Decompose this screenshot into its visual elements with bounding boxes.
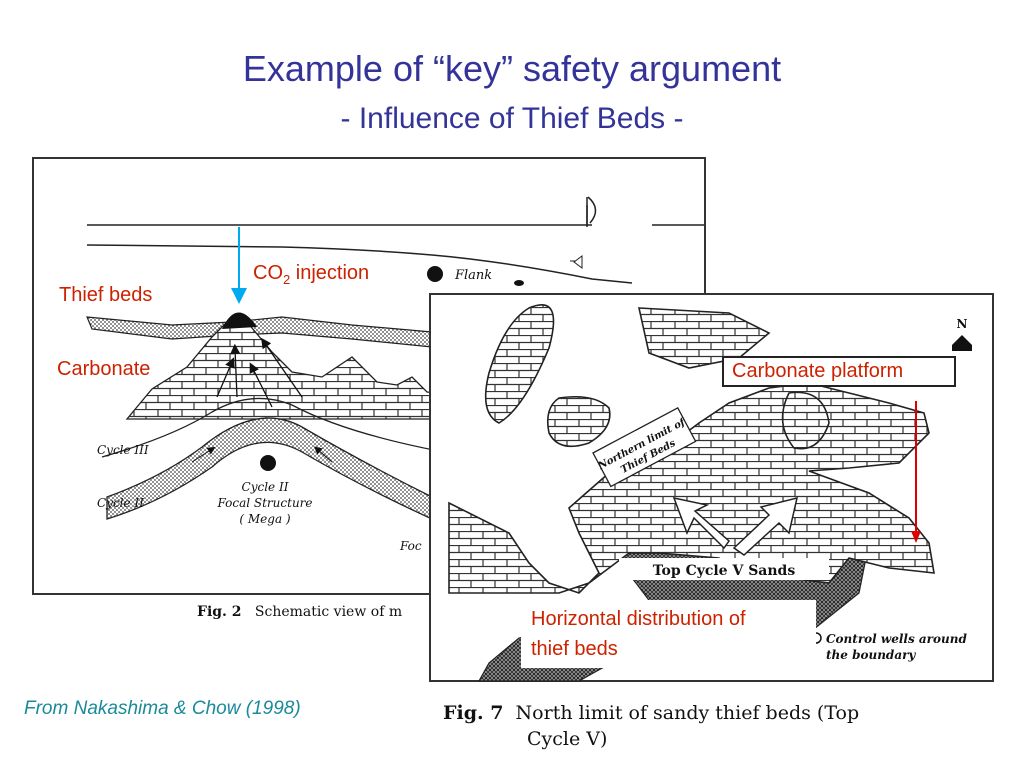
horizontal-distribution-line2: thief beds [531, 638, 618, 660]
north-arrow-icon [952, 335, 972, 351]
focal-label-1: Cycle II [242, 480, 289, 494]
focal-label-2: Focal Structure [216, 496, 312, 510]
fig2-caption-number: Fig. 2 [197, 604, 242, 620]
focal-label-4: Foc [399, 539, 422, 553]
fig7-caption: Fig. 7 North limit of sandy thief beds (… [443, 700, 859, 752]
horizontal-distribution-box: Horizontal distribution of thief beds [521, 600, 816, 668]
north-label: N [957, 317, 968, 331]
fig2-caption-text: Schematic view of m [254, 604, 403, 620]
fig2-caption: Fig. 2 Schematic view of m [197, 604, 402, 620]
thief-beds-label: Thief beds [59, 284, 153, 306]
flank-label: Flank [454, 268, 492, 283]
carbonate-platform-box: Carbonate platform [722, 356, 956, 387]
top-cycle-label: Top Cycle V Sands [653, 563, 796, 579]
focal-label-3: ( Mega ) [239, 512, 291, 526]
fig7-caption-line2: Cycle V) [527, 728, 608, 750]
fig7-caption-line1: North limit of sandy thief beds (Top [515, 702, 860, 724]
horizontal-distribution-line1: Horizontal distribution of [531, 608, 746, 630]
cycle2-label: Cycle II [97, 496, 144, 510]
source-citation: From Nakashima & Chow (1998) [24, 698, 301, 719]
slide-subtitle: - Influence of Thief Beds - [340, 102, 684, 135]
cycle3-label: Cycle III [97, 443, 149, 457]
fig7-caption-number: Fig. 7 [443, 702, 504, 724]
slide-title: Example of “key” safety argument [242, 48, 782, 89]
co2-injection-label: CO2 injection [253, 262, 370, 287]
control-wells-label-2: the boundary [826, 648, 916, 662]
control-wells-label-1: Control wells around [826, 632, 967, 646]
carbonate-label: Carbonate [57, 358, 151, 380]
